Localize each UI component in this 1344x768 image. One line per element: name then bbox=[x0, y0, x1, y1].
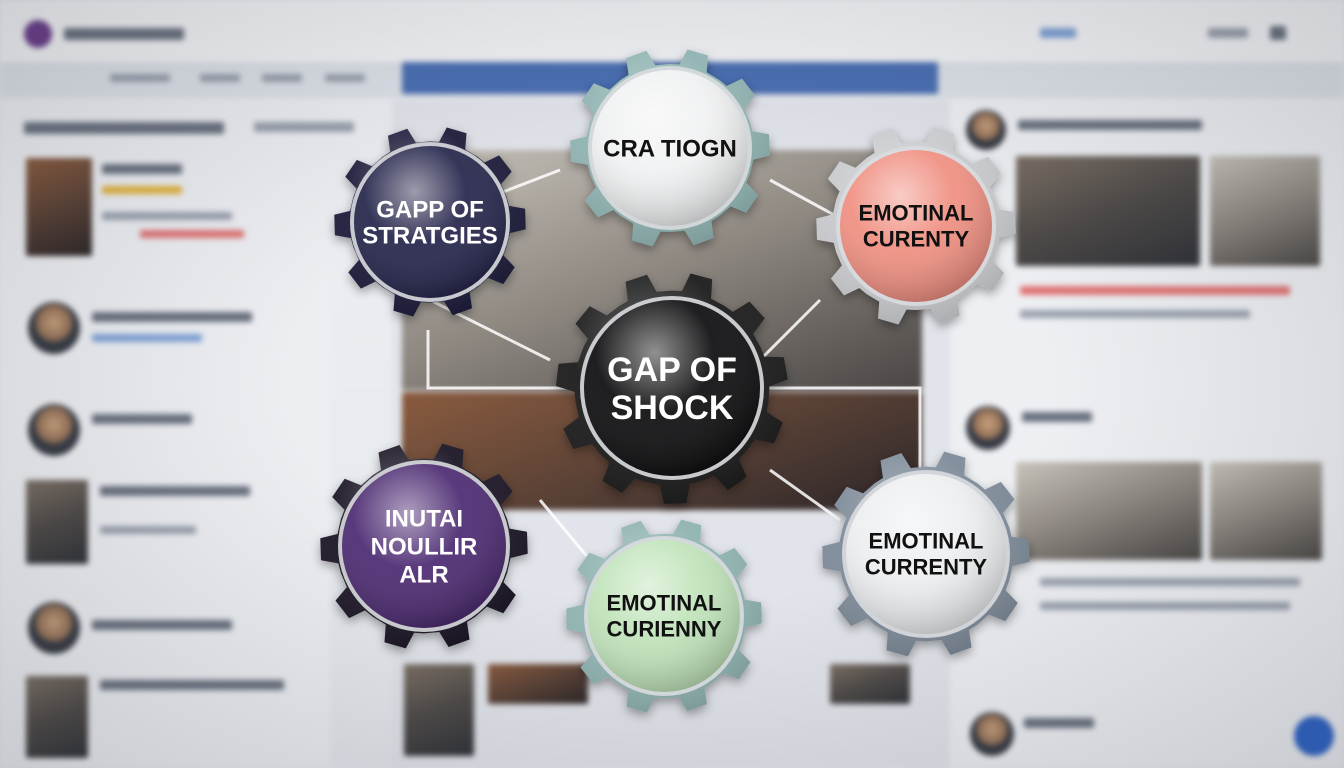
text-placeholder bbox=[92, 334, 202, 342]
top-right-placeholder bbox=[1270, 26, 1286, 40]
profile-photo bbox=[26, 676, 88, 758]
text-placeholder bbox=[1022, 412, 1092, 422]
text-placeholder bbox=[1040, 578, 1300, 586]
gear-face-gloss bbox=[588, 540, 740, 692]
text-placeholder bbox=[92, 620, 232, 630]
text-placeholder bbox=[100, 680, 284, 690]
feed-photo bbox=[488, 664, 588, 704]
logo-icon bbox=[24, 20, 52, 48]
gear-label-line: CURRENTY bbox=[865, 555, 988, 580]
text-placeholder bbox=[1020, 286, 1290, 295]
gear-label-line: SHOCK bbox=[611, 389, 734, 427]
feed-photo bbox=[1016, 156, 1200, 266]
gear-label-line: EMOTINAL bbox=[607, 591, 722, 616]
text-placeholder bbox=[100, 526, 196, 534]
text-placeholder bbox=[102, 164, 182, 174]
profile-photo bbox=[26, 480, 88, 564]
gear-label-line: GAP OF bbox=[607, 351, 737, 389]
gear-face-gloss bbox=[354, 146, 506, 298]
avatar bbox=[28, 404, 80, 456]
gear-face-gloss bbox=[342, 464, 506, 628]
gear-label-line: CURENTY bbox=[863, 227, 970, 252]
heading-placeholder bbox=[254, 122, 354, 132]
gear-face-gloss bbox=[846, 474, 1006, 634]
gear-face-gloss bbox=[840, 150, 992, 302]
text-placeholder bbox=[1020, 310, 1250, 318]
heading-placeholder bbox=[24, 122, 224, 134]
nav-placeholder bbox=[325, 74, 365, 82]
connector-line bbox=[538, 499, 592, 561]
text-placeholder bbox=[1040, 602, 1290, 610]
gear-label-line: NOULLIR bbox=[371, 533, 478, 560]
feed-photo bbox=[1210, 462, 1322, 560]
feed-photo bbox=[1016, 462, 1202, 560]
feed-photo bbox=[830, 664, 910, 704]
avatar bbox=[28, 602, 80, 654]
gear-label: CRA TIOGN bbox=[603, 135, 737, 162]
compose-button bbox=[1294, 716, 1334, 756]
nav-placeholder bbox=[110, 74, 170, 82]
rating-placeholder bbox=[102, 186, 182, 194]
gear-face-gloss bbox=[584, 300, 760, 476]
text-placeholder bbox=[102, 212, 232, 220]
text-placeholder bbox=[140, 230, 244, 238]
top-right-placeholder bbox=[1040, 28, 1076, 38]
feed-photo bbox=[404, 664, 474, 756]
avatar bbox=[970, 712, 1014, 756]
gear-top: CRA TIOGN bbox=[570, 49, 770, 247]
nav-placeholder bbox=[262, 74, 302, 82]
gear-label-line: CRA TIOGN bbox=[603, 135, 737, 162]
connector-line bbox=[758, 298, 822, 362]
gear-label-line: INUTAI bbox=[385, 505, 463, 532]
gear-label-line: CURIENNY bbox=[607, 617, 722, 642]
feed-photo bbox=[1210, 156, 1320, 266]
gear-label-line: EMOTINAL bbox=[869, 529, 984, 554]
text-placeholder bbox=[92, 414, 192, 424]
gear-label-line: ALR bbox=[399, 561, 448, 588]
gear-face-gloss bbox=[592, 70, 748, 226]
gear-label-line: EMOTINAL bbox=[859, 201, 974, 226]
avatar bbox=[966, 406, 1010, 450]
text-placeholder bbox=[100, 486, 250, 496]
avatar bbox=[966, 110, 1006, 150]
text-placeholder bbox=[92, 312, 252, 322]
profile-photo bbox=[26, 158, 92, 256]
gear-label-line: GAPP OF bbox=[376, 196, 484, 223]
nav-placeholder bbox=[200, 74, 240, 82]
top-bar bbox=[0, 0, 1344, 62]
text-placeholder bbox=[1024, 718, 1094, 728]
connector-line bbox=[429, 298, 551, 362]
brand-placeholder bbox=[64, 28, 184, 40]
avatar bbox=[28, 302, 80, 354]
gear-label-line: STRATGIES bbox=[362, 222, 498, 249]
connector-line bbox=[769, 468, 841, 522]
top-right-placeholder bbox=[1208, 28, 1248, 38]
text-placeholder bbox=[1018, 120, 1202, 130]
